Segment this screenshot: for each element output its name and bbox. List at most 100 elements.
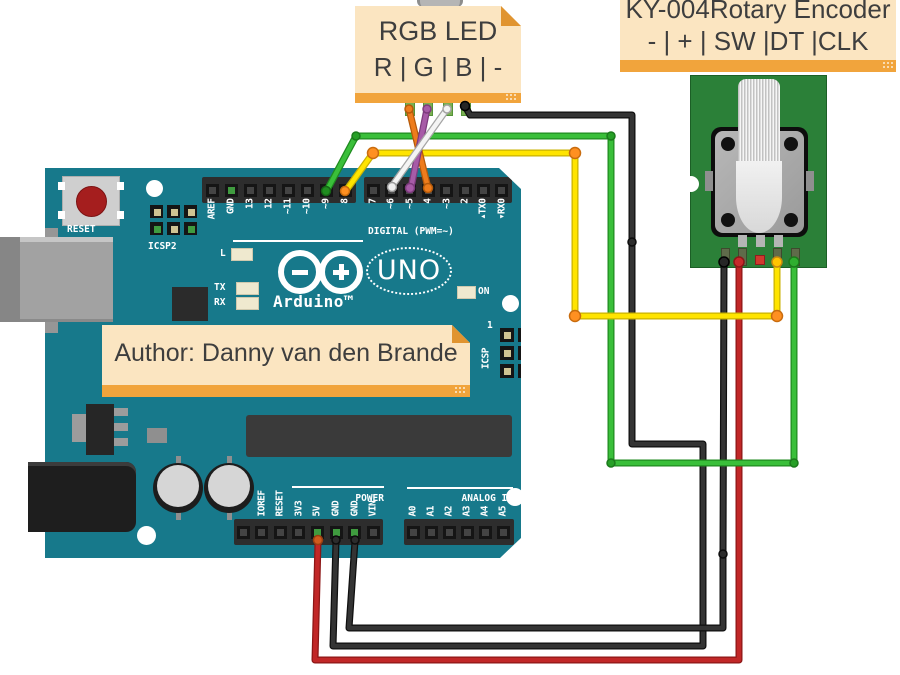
pin-label: ~3 — [441, 198, 453, 209]
header-pin[interactable] — [460, 525, 474, 539]
rotary-note-title: KY-004Rotary Encoder — [625, 0, 891, 24]
reset-button[interactable] — [58, 176, 124, 226]
header-pin[interactable] — [310, 525, 324, 539]
header-pin[interactable] — [442, 525, 456, 539]
usb-connector-tab — [45, 321, 58, 333]
digital-silk-line — [233, 240, 363, 242]
icsp-pin[interactable] — [150, 222, 163, 235]
led-l-label: L — [220, 248, 226, 259]
header-pin[interactable] — [384, 183, 398, 197]
header-pin[interactable] — [262, 183, 276, 197]
pin-label: AREF — [206, 198, 218, 219]
regulator-leg — [114, 423, 128, 431]
mounting-hole — [146, 180, 163, 197]
header-pin[interactable] — [236, 525, 250, 539]
header-pin[interactable] — [329, 525, 343, 539]
transistor — [147, 428, 167, 443]
reset-button-notch — [58, 182, 65, 190]
header-pin[interactable] — [319, 183, 333, 197]
rgb-led-body — [417, 0, 463, 7]
wire-bendpoint[interactable] — [789, 458, 799, 468]
header-pin[interactable] — [366, 525, 380, 539]
led-l — [231, 248, 253, 261]
header-pin[interactable] — [224, 183, 238, 197]
capacitor-top — [208, 465, 250, 507]
note-grip-dots[interactable] — [454, 386, 466, 395]
header-pin[interactable] — [458, 183, 472, 197]
wire-bendpoint[interactable] — [568, 146, 582, 160]
icsp-pin[interactable] — [500, 328, 514, 342]
pin-label: VIN — [367, 500, 379, 516]
encoder-pin-plus[interactable] — [738, 248, 747, 266]
wire-bendpoint[interactable] — [366, 146, 380, 160]
atmega-ic — [246, 415, 512, 457]
header-pin[interactable] — [495, 183, 509, 197]
pin-label: A3 — [461, 505, 473, 516]
encoder-pin-gnd[interactable] — [721, 248, 730, 266]
rotary-note-pins: - | + | SW |DT |CLK — [647, 26, 869, 56]
header-pin[interactable] — [440, 183, 454, 197]
wire-bendpoint[interactable] — [770, 309, 784, 323]
header-pin[interactable] — [255, 525, 269, 539]
header-pin[interactable] — [273, 525, 287, 539]
header-pin[interactable] — [476, 183, 490, 197]
icsp-pin[interactable] — [500, 364, 514, 378]
icsp-pin[interactable] — [518, 328, 521, 342]
icsp-pin[interactable] — [184, 222, 197, 235]
note-grip-dots[interactable] — [882, 61, 894, 70]
header-pin[interactable] — [403, 183, 417, 197]
header-pin[interactable] — [406, 525, 420, 539]
pin-label: GND — [225, 198, 237, 214]
pin-label: ~11 — [282, 198, 294, 214]
header-pin[interactable] — [205, 183, 219, 197]
icsp-pin[interactable] — [184, 205, 197, 218]
header-pin[interactable] — [348, 525, 362, 539]
header-pin[interactable] — [281, 183, 295, 197]
pin-label: ▴TX0 — [477, 198, 489, 219]
rgb-note-pins: R | G | B | - — [373, 52, 503, 82]
capacitor-top — [157, 465, 199, 507]
wire-bendpoint[interactable] — [351, 131, 361, 141]
wire-bendpoint[interactable] — [627, 237, 637, 247]
encoder-pin-sw[interactable] — [755, 255, 765, 265]
wire-bendpoint[interactable] — [568, 309, 582, 323]
regulator-leg — [114, 438, 128, 446]
icsp-pin[interactable] — [150, 205, 163, 218]
logo-minus-icon — [292, 269, 308, 275]
pin-label: 8 — [339, 198, 351, 204]
header-pin[interactable] — [243, 183, 257, 197]
icsp-pin[interactable] — [518, 346, 521, 360]
icsp-pin[interactable] — [500, 346, 514, 360]
encoder-screw — [721, 137, 735, 151]
wire-bendpoint[interactable] — [718, 549, 728, 559]
encoder-shaft-base[interactable] — [736, 161, 782, 233]
encoder-bottom-tab — [756, 235, 765, 247]
pin-label: 5V — [311, 505, 323, 516]
header-pin[interactable] — [366, 183, 380, 197]
header-pin[interactable] — [478, 525, 492, 539]
header-pin[interactable] — [292, 525, 306, 539]
pin-label: 3V3 — [293, 500, 305, 516]
icsp-pin[interactable] — [167, 205, 180, 218]
pin-label: A0 — [407, 505, 419, 516]
header-pin[interactable] — [300, 183, 314, 197]
icsp-pin[interactable] — [518, 364, 521, 378]
rgb-led-note: RGB LED R | G | B | - — [355, 6, 521, 103]
header-pin[interactable] — [496, 525, 510, 539]
led-tx — [236, 282, 259, 295]
wire-bendpoint[interactable] — [606, 131, 616, 141]
wire-bendpoint[interactable] — [606, 458, 616, 468]
reset-button-cap[interactable] — [76, 186, 107, 217]
header-pin[interactable] — [424, 525, 438, 539]
header-pin[interactable] — [338, 183, 352, 197]
on-label: ON — [478, 286, 490, 297]
encoder-pin-clk[interactable] — [791, 248, 800, 266]
icsp-pin[interactable] — [167, 222, 180, 235]
encoder-screw — [784, 213, 798, 227]
note-grip-dots[interactable] — [505, 93, 517, 102]
led-rx-label: RX — [214, 297, 226, 308]
pin-label: A5 — [497, 505, 509, 516]
encoder-pin-dt[interactable] — [773, 248, 782, 266]
pin-label: IOREF — [256, 489, 268, 516]
header-pin[interactable] — [421, 183, 435, 197]
